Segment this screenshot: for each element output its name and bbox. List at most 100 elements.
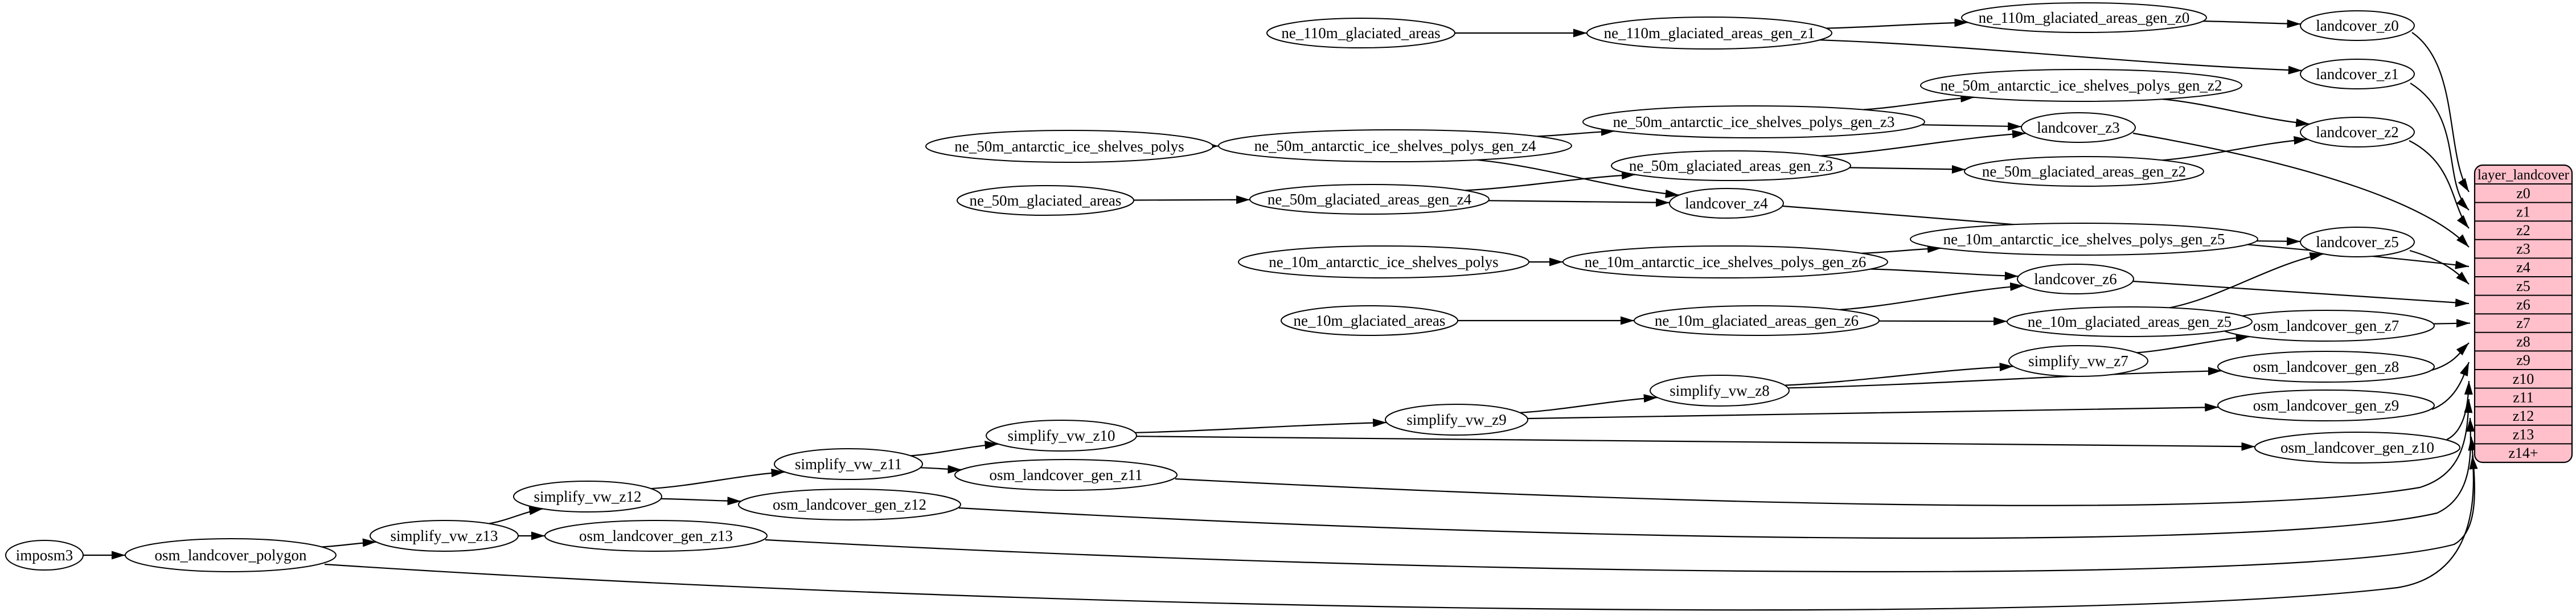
node-label: simplify_vw_z13: [391, 527, 498, 544]
node-label: ne_50m_glaciated_areas_gen_z3: [1629, 157, 1833, 174]
node-label: landcover_z2: [2316, 124, 2398, 141]
edge-landcover_z0-to-layer_landcover-z0: [2411, 32, 2470, 192]
node-label: osm_landcover_gen_z10: [2280, 439, 2434, 456]
node-ellipse: [1586, 17, 1832, 50]
node-ellipse: [1634, 305, 1880, 336]
edge-ne_110m_glaciated_areas_gen_z0-to-landcover_z0: [2202, 19, 2301, 28]
node-label: ne_110m_glaciated_areas_gen_z1: [1604, 24, 1815, 42]
edge-osm_landcover_gen_z13-to-layer_landcover-z13: [765, 436, 2477, 573]
node-ellipse: [2300, 227, 2415, 257]
edge-ne_10m_glaciated_areas_gen_z5-to-landcover_z5: [2169, 252, 2324, 309]
node-label: ne_110m_glaciated_areas: [1281, 24, 1440, 42]
node-ellipse: [2217, 389, 2435, 421]
edge-simplify_vw_z10-to-osm_landcover_gen_z10: [1136, 436, 2255, 451]
node-label: ne_10m_glaciated_areas_gen_z6: [1655, 312, 1859, 329]
edge-ne_50m_glaciated_areas_gen_z4-to-landcover_z4: [1488, 198, 1670, 207]
edge-ne_50m_antarctic_ice_shelves_polys_gen_z4-to-ne_50m_antarctic_ice_shelves_polys_gen_z3: [1537, 127, 1615, 137]
node-ellipse: [2008, 345, 2148, 377]
edge-simplify_vw_z9-to-simplify_vw_z8: [1520, 394, 1658, 413]
edge-landcover_z2-to-layer_landcover-z2: [2409, 140, 2470, 229]
node-ellipse: [1238, 245, 1529, 278]
edge-simplify_vw_z9-to-osm_landcover_gen_z9: [1527, 403, 2219, 420]
node-ellipse: [1385, 404, 1528, 436]
edge-landcover_z1-to-layer_landcover-z1: [2410, 83, 2470, 211]
node-ellipse: [2300, 59, 2415, 89]
layer-table-row-z4: z4: [2516, 259, 2530, 276]
edge-simplify_vw_z8-to-simplify_vw_z7: [1785, 362, 2013, 386]
node-ellipse: [2017, 264, 2134, 294]
node-label: ne_10m_antarctic_ice_shelves_polys_gen_z…: [1585, 253, 1867, 270]
node-ellipse: [1249, 184, 1490, 215]
node-label: osm_landcover_gen_z8: [2253, 358, 2399, 375]
edge-simplify_vw_z11-to-osm_landcover_gen_z11: [920, 465, 962, 474]
node-label: ne_50m_antarctic_ice_shelves_polys_gen_z…: [1254, 137, 1536, 154]
node-simplify_vw_z10: simplify_vw_z10: [986, 420, 1137, 452]
node-ellipse: [125, 538, 337, 572]
node-ne_10m_glaciated_areas_gen_z6: ne_10m_glaciated_areas_gen_z6: [1634, 305, 1880, 336]
node-label: osm_landcover_gen_z11: [990, 466, 1143, 483]
node-ellipse: [1920, 69, 2242, 102]
edge-simplify_vw_z7-to-osm_landcover_gen_z7: [2136, 333, 2250, 354]
node-label: landcover_z4: [1685, 195, 1768, 212]
node-landcover_z2: landcover_z2: [2300, 117, 2415, 147]
node-ne_10m_antarctic_ice_shelves_polys_gen_z5: ne_10m_antarctic_ice_shelves_polys_gen_z…: [1910, 223, 2258, 256]
layer-table-row-z10: z10: [2513, 371, 2534, 387]
node-landcover_z0: landcover_z0: [2300, 10, 2415, 41]
node-label: imposm3: [16, 547, 73, 564]
node-ellipse: [2021, 112, 2136, 143]
node-simplify_vw_z8: simplify_vw_z8: [1650, 375, 1790, 407]
node-label: ne_110m_glaciated_areas_gen_z0: [1979, 9, 2190, 26]
node-label: ne_50m_glaciated_areas: [970, 192, 1122, 209]
node-ellipse: [954, 459, 1178, 491]
layer-table-row-z0: z0: [2516, 185, 2530, 202]
node-landcover_z5: landcover_z5: [2300, 227, 2415, 257]
node-label: simplify_vw_z11: [795, 456, 902, 473]
node-ne_50m_glaciated_areas_gen_z3: ne_50m_glaciated_areas_gen_z3: [1611, 150, 1851, 181]
node-label: simplify_vw_z8: [1670, 382, 1770, 399]
node-ellipse: [2007, 306, 2253, 337]
edge-simplify_vw_z11-to-simplify_vw_z10: [910, 441, 999, 457]
node-ne_50m_glaciated_areas: ne_50m_glaciated_areas: [957, 185, 1134, 216]
node-ellipse: [986, 420, 1137, 452]
node-ne_50m_antarctic_ice_shelves_polys: ne_50m_antarctic_ice_shelves_polys: [925, 130, 1213, 163]
node-osm_landcover_gen_z8: osm_landcover_gen_z8: [2217, 351, 2435, 383]
layer-table-title: layer_landcover: [2477, 167, 2570, 183]
node-ellipse: [513, 481, 662, 512]
node-osm_landcover_gen_z12: osm_landcover_gen_z12: [738, 489, 961, 520]
node-label: simplify_vw_z10: [1008, 427, 1115, 444]
node-label: osm_landcover_gen_z7: [2253, 317, 2399, 334]
node-ellipse: [1961, 2, 2207, 33]
node-label: ne_50m_antarctic_ice_shelves_polys_gen_z…: [1613, 113, 1895, 130]
edge-ne_50m_glaciated_areas_gen_z3-to-landcover_z3: [1820, 130, 2026, 157]
edge-osm_landcover_gen_z11-to-layer_landcover-z11: [1175, 399, 2473, 506]
node-ellipse: [1669, 188, 1784, 219]
node-osm_landcover_gen_z7: osm_landcover_gen_z7: [2217, 310, 2435, 342]
node-ellipse: [957, 185, 1134, 216]
node-ne_50m_antarctic_ice_shelves_polys_gen_z2: ne_50m_antarctic_ice_shelves_polys_gen_z…: [1920, 69, 2242, 102]
node-imposm3: imposm3: [5, 540, 84, 571]
node-ellipse: [774, 448, 923, 480]
node-ellipse: [1218, 129, 1572, 162]
node-ellipse: [1910, 223, 2258, 256]
edge-osm_landcover_gen_z7-to-layer_landcover-z7: [2433, 319, 2471, 328]
node-simplify_vw_z12: simplify_vw_z12: [513, 481, 662, 512]
node-ne_50m_glaciated_areas_gen_z4: ne_50m_glaciated_areas_gen_z4: [1249, 184, 1490, 215]
edge-landcover_z6-to-layer_landcover-z6: [2132, 280, 2470, 307]
node-label: landcover_z0: [2316, 17, 2398, 34]
layer-table-row-z1: z1: [2516, 203, 2530, 220]
edge-osm_landcover_gen_z8-to-layer_landcover-z8: [2431, 342, 2470, 371]
edge-osm_landcover_gen_z10-to-layer_landcover-z10: [2446, 380, 2473, 440]
node-label: simplify_vw_z9: [1406, 411, 1507, 428]
node-ne_10m_glaciated_areas: ne_10m_glaciated_areas: [1281, 305, 1458, 336]
node-ellipse: [1650, 375, 1790, 407]
edge-ne_50m_antarctic_ice_shelves_polys_gen_z4-to-landcover_z4: [1476, 159, 1679, 198]
node-ellipse: [2300, 10, 2415, 41]
node-label: ne_50m_glaciated_areas_gen_z2: [1982, 163, 2186, 180]
layer-table-row-z13: z13: [2513, 427, 2534, 443]
layer-table-row-z8: z8: [2516, 334, 2530, 350]
edge-ne_50m_antarctic_ice_shelves_polys_gen_z3-to-landcover_z3: [1921, 122, 2022, 131]
edge-simplify_vw_z12-to-osm_landcover_gen_z12: [661, 497, 741, 506]
node-label: ne_50m_antarctic_ice_shelves_polys_gen_z…: [1941, 77, 2222, 94]
node-label: landcover_z5: [2316, 233, 2398, 251]
edge-ne_110m_glaciated_areas_gen_z1-to-ne_110m_glaciated_areas_gen_z0: [1826, 18, 1968, 29]
